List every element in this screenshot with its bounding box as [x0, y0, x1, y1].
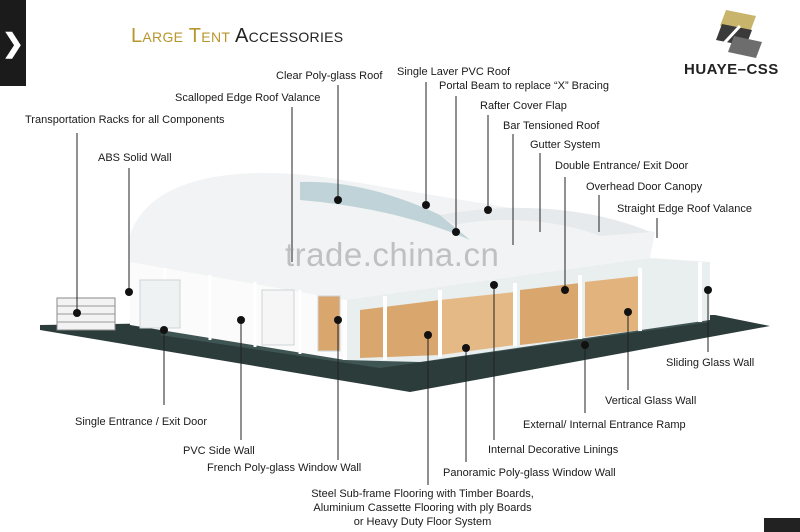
- label-pvc-side-wall: PVC Side Wall: [183, 445, 255, 457]
- label-abs-solid-wall: ABS Solid Wall: [98, 152, 172, 164]
- leader-dots: [73, 196, 712, 352]
- label-bar-tensioned-roof: Bar Tensioned Roof: [503, 120, 600, 132]
- label-double-entrance: Double Entrance/ Exit Door: [555, 160, 689, 172]
- chevron-right-icon: ❯: [2, 28, 24, 58]
- label-internal-linings: Internal Decorative Linings: [488, 444, 619, 456]
- label-french-window-wall: French Poly-glass Window Wall: [207, 462, 362, 474]
- corner-tab: [764, 518, 800, 532]
- label-entrance-ramp: External/ Internal Entrance Ramp: [523, 419, 686, 431]
- label-clear-poly-glass-roof: Clear Poly-glass Roof: [276, 70, 383, 82]
- brand-name: HUAYE–CSS: [684, 61, 779, 78]
- nav-arrow-button[interactable]: ❯: [0, 0, 26, 86]
- flooring-line-3: or Heavy Duty Floor System: [353, 516, 492, 528]
- title-accent: Large Tent: [131, 25, 231, 47]
- watermark: trade.china.cn: [285, 236, 500, 273]
- leader-lines: [76, 82, 709, 485]
- label-transportation-racks: Transportation Racks for all Components: [25, 114, 225, 126]
- label-rafter-cover-flap: Rafter Cover Flap: [480, 100, 567, 112]
- label-gutter-system: Gutter System: [530, 139, 601, 151]
- page-title: Large Tent Accessories: [131, 25, 343, 48]
- clear-roof-panel: [300, 181, 470, 240]
- roof-body: [130, 172, 655, 300]
- label-straight-edge: Straight Edge Roof Valance: [617, 203, 752, 215]
- label-portal-beam: Portal Beam to replace “X” Bracing: [439, 80, 609, 92]
- flooring-line-2: Aluminium Cassette Flooring with ply Boa…: [313, 502, 532, 514]
- label-vertical-glass-wall: Vertical Glass Wall: [605, 395, 697, 407]
- label-flooring: Steel Sub-frame Flooring with Timber Boa…: [290, 487, 555, 529]
- flooring-line-1: Steel Sub-frame Flooring with Timber Boa…: [311, 488, 534, 500]
- label-single-entrance: Single Entrance / Exit Door: [75, 416, 208, 428]
- label-overhead-canopy: Overhead Door Canopy: [586, 181, 703, 193]
- transport-rack: [56, 297, 116, 331]
- title-rest: Accessories: [234, 25, 344, 47]
- window-frames: [343, 262, 702, 360]
- label-single-layer-pvc-roof: Single Laver PVC Roof: [397, 66, 511, 78]
- label-sliding-glass-wall: Sliding Glass Wall: [666, 357, 755, 369]
- brand-logo-icon: [712, 10, 762, 58]
- label-scalloped-edge: Scalloped Edge Roof Valance: [175, 92, 321, 104]
- label-panoramic-window-wall: Panoramic Poly-glass Window Wall: [443, 467, 616, 479]
